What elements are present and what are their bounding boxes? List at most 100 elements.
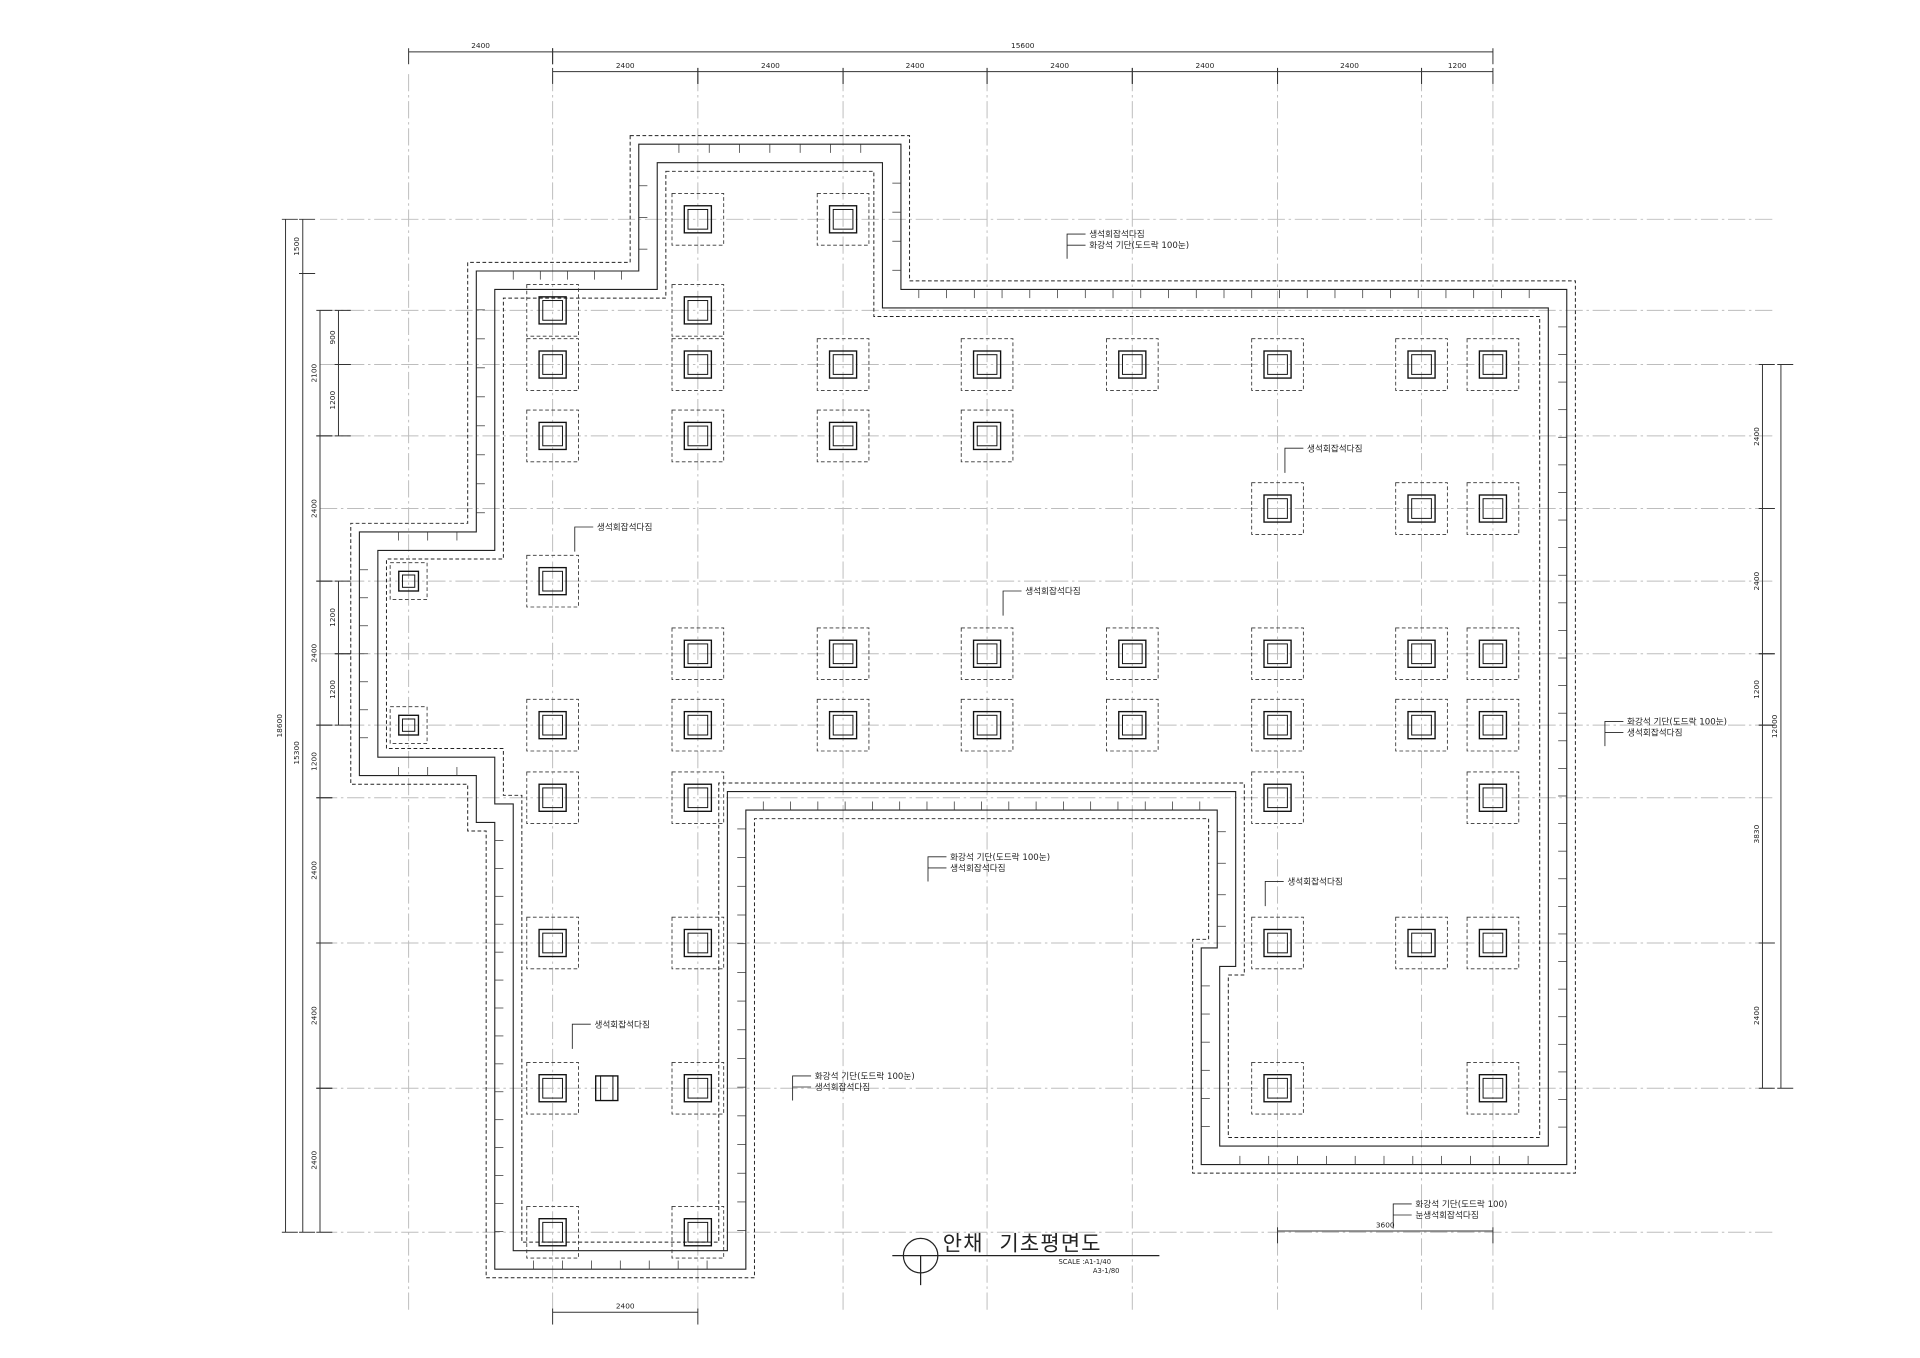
pier-footing [671,193,725,246]
pier-footing [1466,627,1520,681]
dimension-text: 1200 [309,752,318,771]
annotation-note: 생석회잡석다짐 [1284,442,1363,473]
pier-footing [1251,482,1304,535]
pier-footing [389,706,428,745]
pier-footing [816,338,870,391]
stone-base-inner-line [377,162,1549,1252]
note-text: 화강석 기단(도드락 100눈) [815,1070,915,1082]
grid-lines [320,74,1773,1312]
dimension-text: 2400 [309,499,318,518]
pier-footing [1395,916,1448,970]
dimension-text: 1500 [292,237,301,256]
note-text: 생석회잡석다짐 [1287,876,1342,888]
note-text: 생석회잡석다짐 [597,521,652,533]
pier-footing [960,338,1014,391]
footing-inner-edge [385,170,1541,1243]
drawing-title: 안채 기초평면도 [943,1232,1102,1256]
dimension-text: 2400 [309,861,318,880]
pier-footing [526,1205,579,1259]
dimension-text: 2400 [1752,427,1761,446]
pier-footing [526,916,579,970]
pier-footing [526,1061,579,1115]
pier-footing [816,627,870,681]
dimension-text: 2400 [1340,61,1359,70]
pier-footing [671,409,725,463]
dimension-text: 2400 [1752,1006,1761,1025]
dimension-text: 2400 [616,61,635,70]
pier-footing [1106,627,1159,681]
pier-footing [816,698,870,752]
leader-line [1392,1203,1412,1229]
pier-footing [1395,482,1448,535]
dimension-text: 15600 [1011,41,1035,50]
dimension-text: 900 [328,330,337,344]
scale-a3: A3-1/80 [1093,1267,1120,1275]
dimension-text: 2400 [309,1006,318,1025]
note-text: 생석회잡석다짐 [594,1018,649,1030]
pier-footing [526,771,579,825]
leader-line [1002,590,1022,616]
leader-line [1284,447,1304,473]
pier-footing [671,1205,725,1259]
leader-line [792,1075,812,1101]
pier-footing [526,409,579,463]
pier-footing [960,627,1014,681]
pier-footing [1395,338,1448,391]
dimension-text: 2400 [1752,571,1761,590]
dimension-text: 2400 [616,1302,635,1311]
leader-line [571,1023,591,1049]
annotation-note: 화강석 기단(도드락 100눈)생석회잡석다짐 [1604,716,1727,747]
dimension-text: 2400 [309,643,318,662]
annotation-note: 생석회잡석다짐 [1264,876,1343,907]
pier-footing [671,1061,725,1115]
dimension-text: 1200 [328,391,337,410]
pier-footing [960,409,1014,463]
note-text: 생석회잡석다짐 [815,1081,870,1093]
pier-footing [671,698,725,752]
annotation-note: 화강석 기단(도드락 100)눈생석회잡석다짐 [1392,1198,1507,1229]
pier-footing [1466,916,1520,970]
annotation-note: 화강석 기단(도드락 100눈)생석회잡석다짐 [927,851,1050,882]
note-text: 생석회잡석다짐 [950,862,1005,874]
dimension-text: 1200 [328,680,337,699]
dimension-text: 15300 [292,741,301,765]
dimension-text: 3600 [1376,1220,1395,1229]
pier-footing [671,338,725,391]
leader-line [1066,233,1086,259]
leader-line [1264,881,1284,907]
pier-footing [1251,698,1304,752]
pier-footing [1251,627,1304,681]
footing-outer-edge [350,135,1576,1279]
pier-footing [1466,1061,1520,1115]
note-text: 생석회잡석다짐 [1627,727,1682,739]
pier-footing [1466,482,1520,535]
pier-footing [1251,1061,1304,1115]
note-text: 눈생석회잡석다짐 [1415,1209,1478,1221]
dimension-text: 1200 [328,608,337,627]
annotation-note: 화강석 기단(도드락 100눈)생석회잡석다짐 [792,1070,915,1101]
pier-footing-small [595,1075,619,1102]
note-text: 화강석 기단(도드락 100눈) [950,851,1050,863]
leader-line [1604,721,1624,747]
pier-footing [526,698,579,752]
dimension-text: 2400 [309,1151,318,1170]
note-text: 화강석 기단(도드락 100눈) [1089,239,1189,251]
pier-footing [671,771,725,825]
note-text: 화강석 기단(도드락 100) [1415,1198,1507,1210]
dimension-text: 1200 [1448,61,1467,70]
pier-footing [671,916,725,970]
note-text: 생석회잡석다짐 [1025,585,1080,597]
dimension-text: 18600 [275,714,284,738]
pier-footing [960,698,1014,752]
foundation-walls [350,135,1576,1279]
note-text: 화강석 기단(도드락 100눈) [1627,716,1727,728]
pier-footing [1395,627,1448,681]
note-text: 생석회잡석다짐 [1089,228,1144,240]
pier-footing [671,284,725,337]
pier-footing [816,409,870,463]
dimension-text: 2400 [761,61,780,70]
pier-footing [526,338,579,391]
leader-line [927,856,947,882]
